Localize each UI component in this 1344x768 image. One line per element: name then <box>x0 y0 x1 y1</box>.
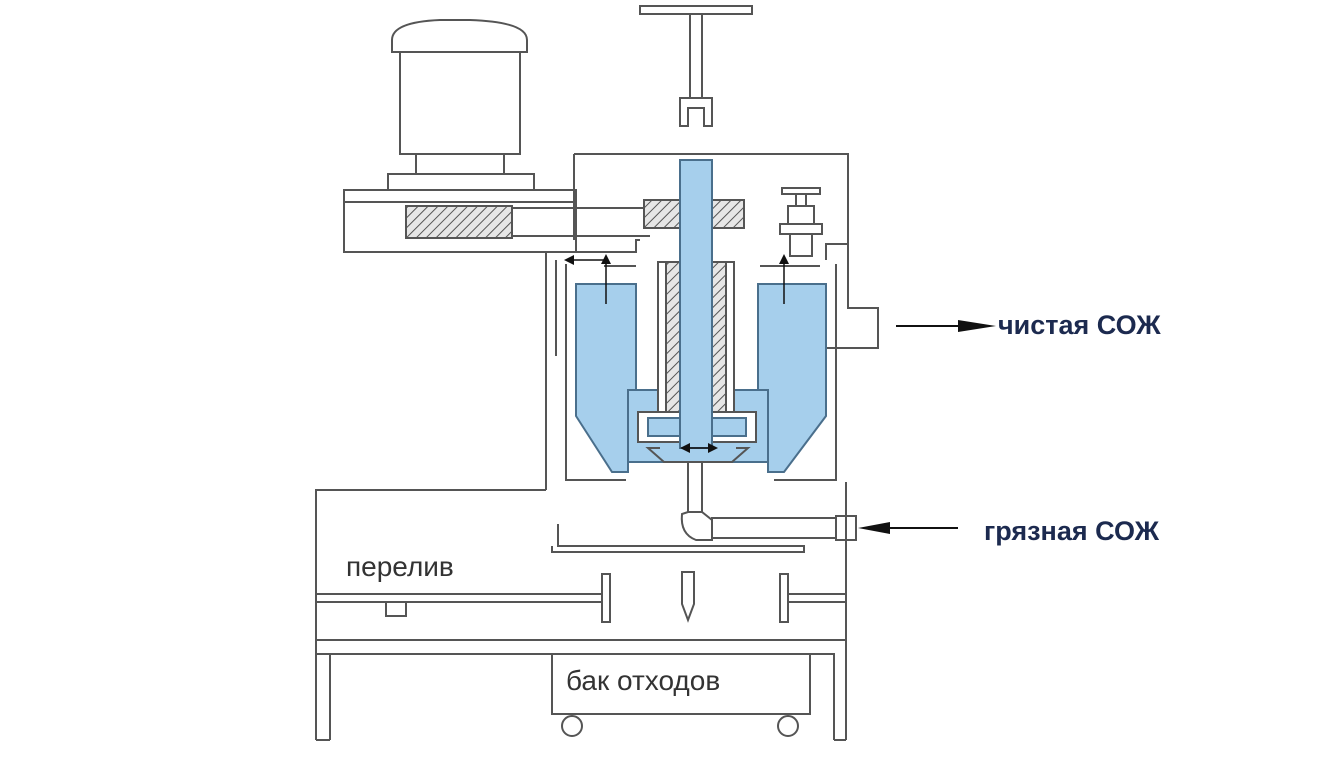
clean-coolant-arrow <box>896 320 996 332</box>
lower-frame <box>315 482 847 741</box>
motor <box>387 19 535 191</box>
motor-pulley <box>405 205 513 239</box>
label-clean-coolant: чистая СОЖ <box>998 310 1161 340</box>
flow-arrows <box>564 254 789 453</box>
caster-wheel-left <box>561 715 583 737</box>
valve <box>779 187 823 257</box>
belt-drive <box>343 189 650 253</box>
dirty-coolant-inlet <box>680 461 958 541</box>
t-handle-tool <box>639 5 753 127</box>
waste-tank <box>551 654 811 737</box>
centrifuge-housing <box>545 153 879 490</box>
inner-walls <box>565 264 837 481</box>
label-overflow: перелив <box>346 551 454 582</box>
rotor-shaft <box>679 159 713 449</box>
label-dirty-coolant: грязная СОЖ <box>984 516 1160 546</box>
caster-wheel-right <box>777 715 799 737</box>
rotor-bowl <box>575 159 827 473</box>
label-waste-tank: бак отходов <box>566 665 720 696</box>
